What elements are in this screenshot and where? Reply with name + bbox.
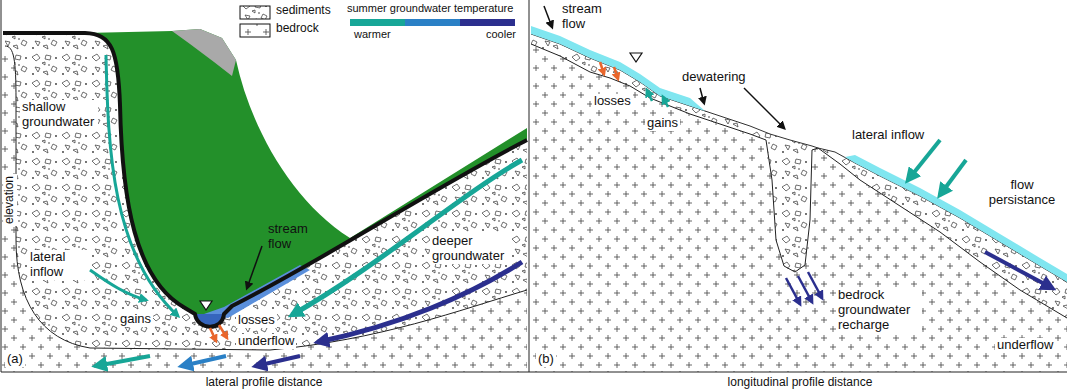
loss-arrow — [600, 62, 604, 74]
gain-arrow — [647, 90, 652, 101]
label-holder: losses — [236, 313, 277, 328]
label-holder: shallow groundwater — [20, 100, 98, 130]
water-table-symbol — [200, 301, 212, 310]
legend-heading: summer groundwater temperature — [345, 2, 515, 15]
flow-arrow — [90, 270, 146, 300]
underflow-arrow — [182, 356, 226, 366]
flow-label: stream flow — [560, 2, 606, 32]
label-holder: gains — [118, 312, 153, 327]
flow-label: deeper groundwater — [430, 234, 510, 264]
pointer-arrow — [544, 6, 552, 27]
flow-arrow — [908, 140, 940, 180]
underflow-arrow — [985, 252, 1052, 288]
legend-swatch — [350, 19, 405, 26]
label-holder: (a) — [5, 352, 25, 367]
flow-label: underflow — [236, 334, 296, 349]
ground-surface — [3, 33, 527, 327]
flow-label: gains — [118, 312, 153, 327]
flow-label: shallow groundwater — [20, 100, 98, 130]
gain-arrow — [663, 97, 668, 107]
rock-outcrop — [172, 29, 236, 76]
legend-pattern-swatch — [240, 24, 270, 37]
panel-letter: (b) — [536, 352, 556, 367]
flow-label: stream flow — [266, 222, 312, 252]
axis-line — [1, 372, 1067, 373]
label-holder: lateral inflow — [28, 250, 88, 280]
legend-entry: bedrock — [274, 22, 321, 36]
label-holder: flow persistance — [985, 178, 1059, 208]
label-holder: dewatering — [680, 70, 748, 85]
legend-swatch — [460, 19, 515, 26]
flow-label: underflow — [995, 338, 1055, 353]
legend-pattern-swatch — [240, 6, 270, 19]
pointer-arrow — [700, 88, 704, 103]
label-holder: summer groundwater temperature — [345, 2, 515, 15]
label-holder: lateral inflow — [850, 128, 926, 143]
flow-label: losses — [236, 313, 277, 328]
underflow-arrow — [256, 356, 300, 366]
flow-label: gains — [645, 116, 680, 131]
label-holder: longitudinal profile distance — [700, 376, 900, 390]
legend-swatches — [350, 19, 515, 26]
flow-arrow — [940, 160, 966, 195]
underflow-arrow — [96, 356, 150, 366]
label-holder: stream flow — [266, 222, 312, 252]
label-holder: elevation — [3, 174, 17, 226]
pointer-arrow — [744, 88, 784, 128]
loss-arrow — [614, 67, 618, 79]
loss-arrow — [210, 328, 216, 341]
label-holder: bedrock groundwater recharge — [836, 288, 922, 333]
axis-line — [1, 0, 2, 372]
bedrock-contact — [5, 46, 527, 350]
water-table-symbol — [630, 53, 642, 62]
flow-arrow — [106, 55, 178, 316]
panel-divider — [529, 0, 530, 372]
pointer-arrow — [247, 246, 262, 288]
flow-label: dewatering — [680, 70, 748, 85]
flow-label: lateral inflow — [28, 250, 88, 280]
label-holder: gains — [645, 116, 680, 131]
axis-label: longitudinal profile distance — [700, 376, 900, 390]
label-holder: underflow — [236, 334, 296, 349]
axis-label: elevation — [3, 174, 17, 226]
label-holder: (b) — [536, 352, 556, 367]
legend-text: bedrock — [274, 22, 321, 36]
color-bar-segment — [405, 19, 460, 26]
flow-arrow — [318, 262, 522, 342]
legend-text: sediments — [274, 4, 333, 18]
legend-text: cooler — [484, 28, 518, 41]
sediment-area — [531, 34, 1067, 318]
label-holder: lateral profile distance — [164, 376, 364, 390]
recharge-arrow — [808, 272, 822, 298]
legend-entry: cooler — [484, 28, 518, 41]
sediment-area — [5, 33, 527, 350]
flow-label: losses — [592, 94, 633, 109]
recharge-arrow — [786, 278, 800, 304]
flow-label: flow persistance — [985, 178, 1059, 208]
legend-text: warmer — [352, 28, 393, 41]
flow-label: lateral inflow — [850, 128, 926, 143]
label-holder: stream flow — [560, 2, 606, 32]
label-holder: losses — [592, 94, 633, 109]
streambed-surface — [531, 34, 1067, 282]
stream-water — [845, 155, 1067, 282]
flow-arrow — [292, 160, 522, 315]
label-holder: deeper groundwater — [430, 234, 510, 264]
flow-label: bedrock groundwater recharge — [836, 288, 922, 333]
label-holder: underflow — [995, 338, 1055, 353]
loss-arrow — [219, 325, 227, 338]
axis-label: lateral profile distance — [164, 376, 364, 390]
panel-letter: (a) — [5, 352, 25, 367]
stream-water — [531, 26, 705, 111]
legend-entry: sediments — [274, 4, 333, 18]
legend-entry: warmer — [352, 28, 393, 41]
bedrock-contact — [531, 44, 1067, 318]
recharge-arrow — [798, 276, 812, 302]
